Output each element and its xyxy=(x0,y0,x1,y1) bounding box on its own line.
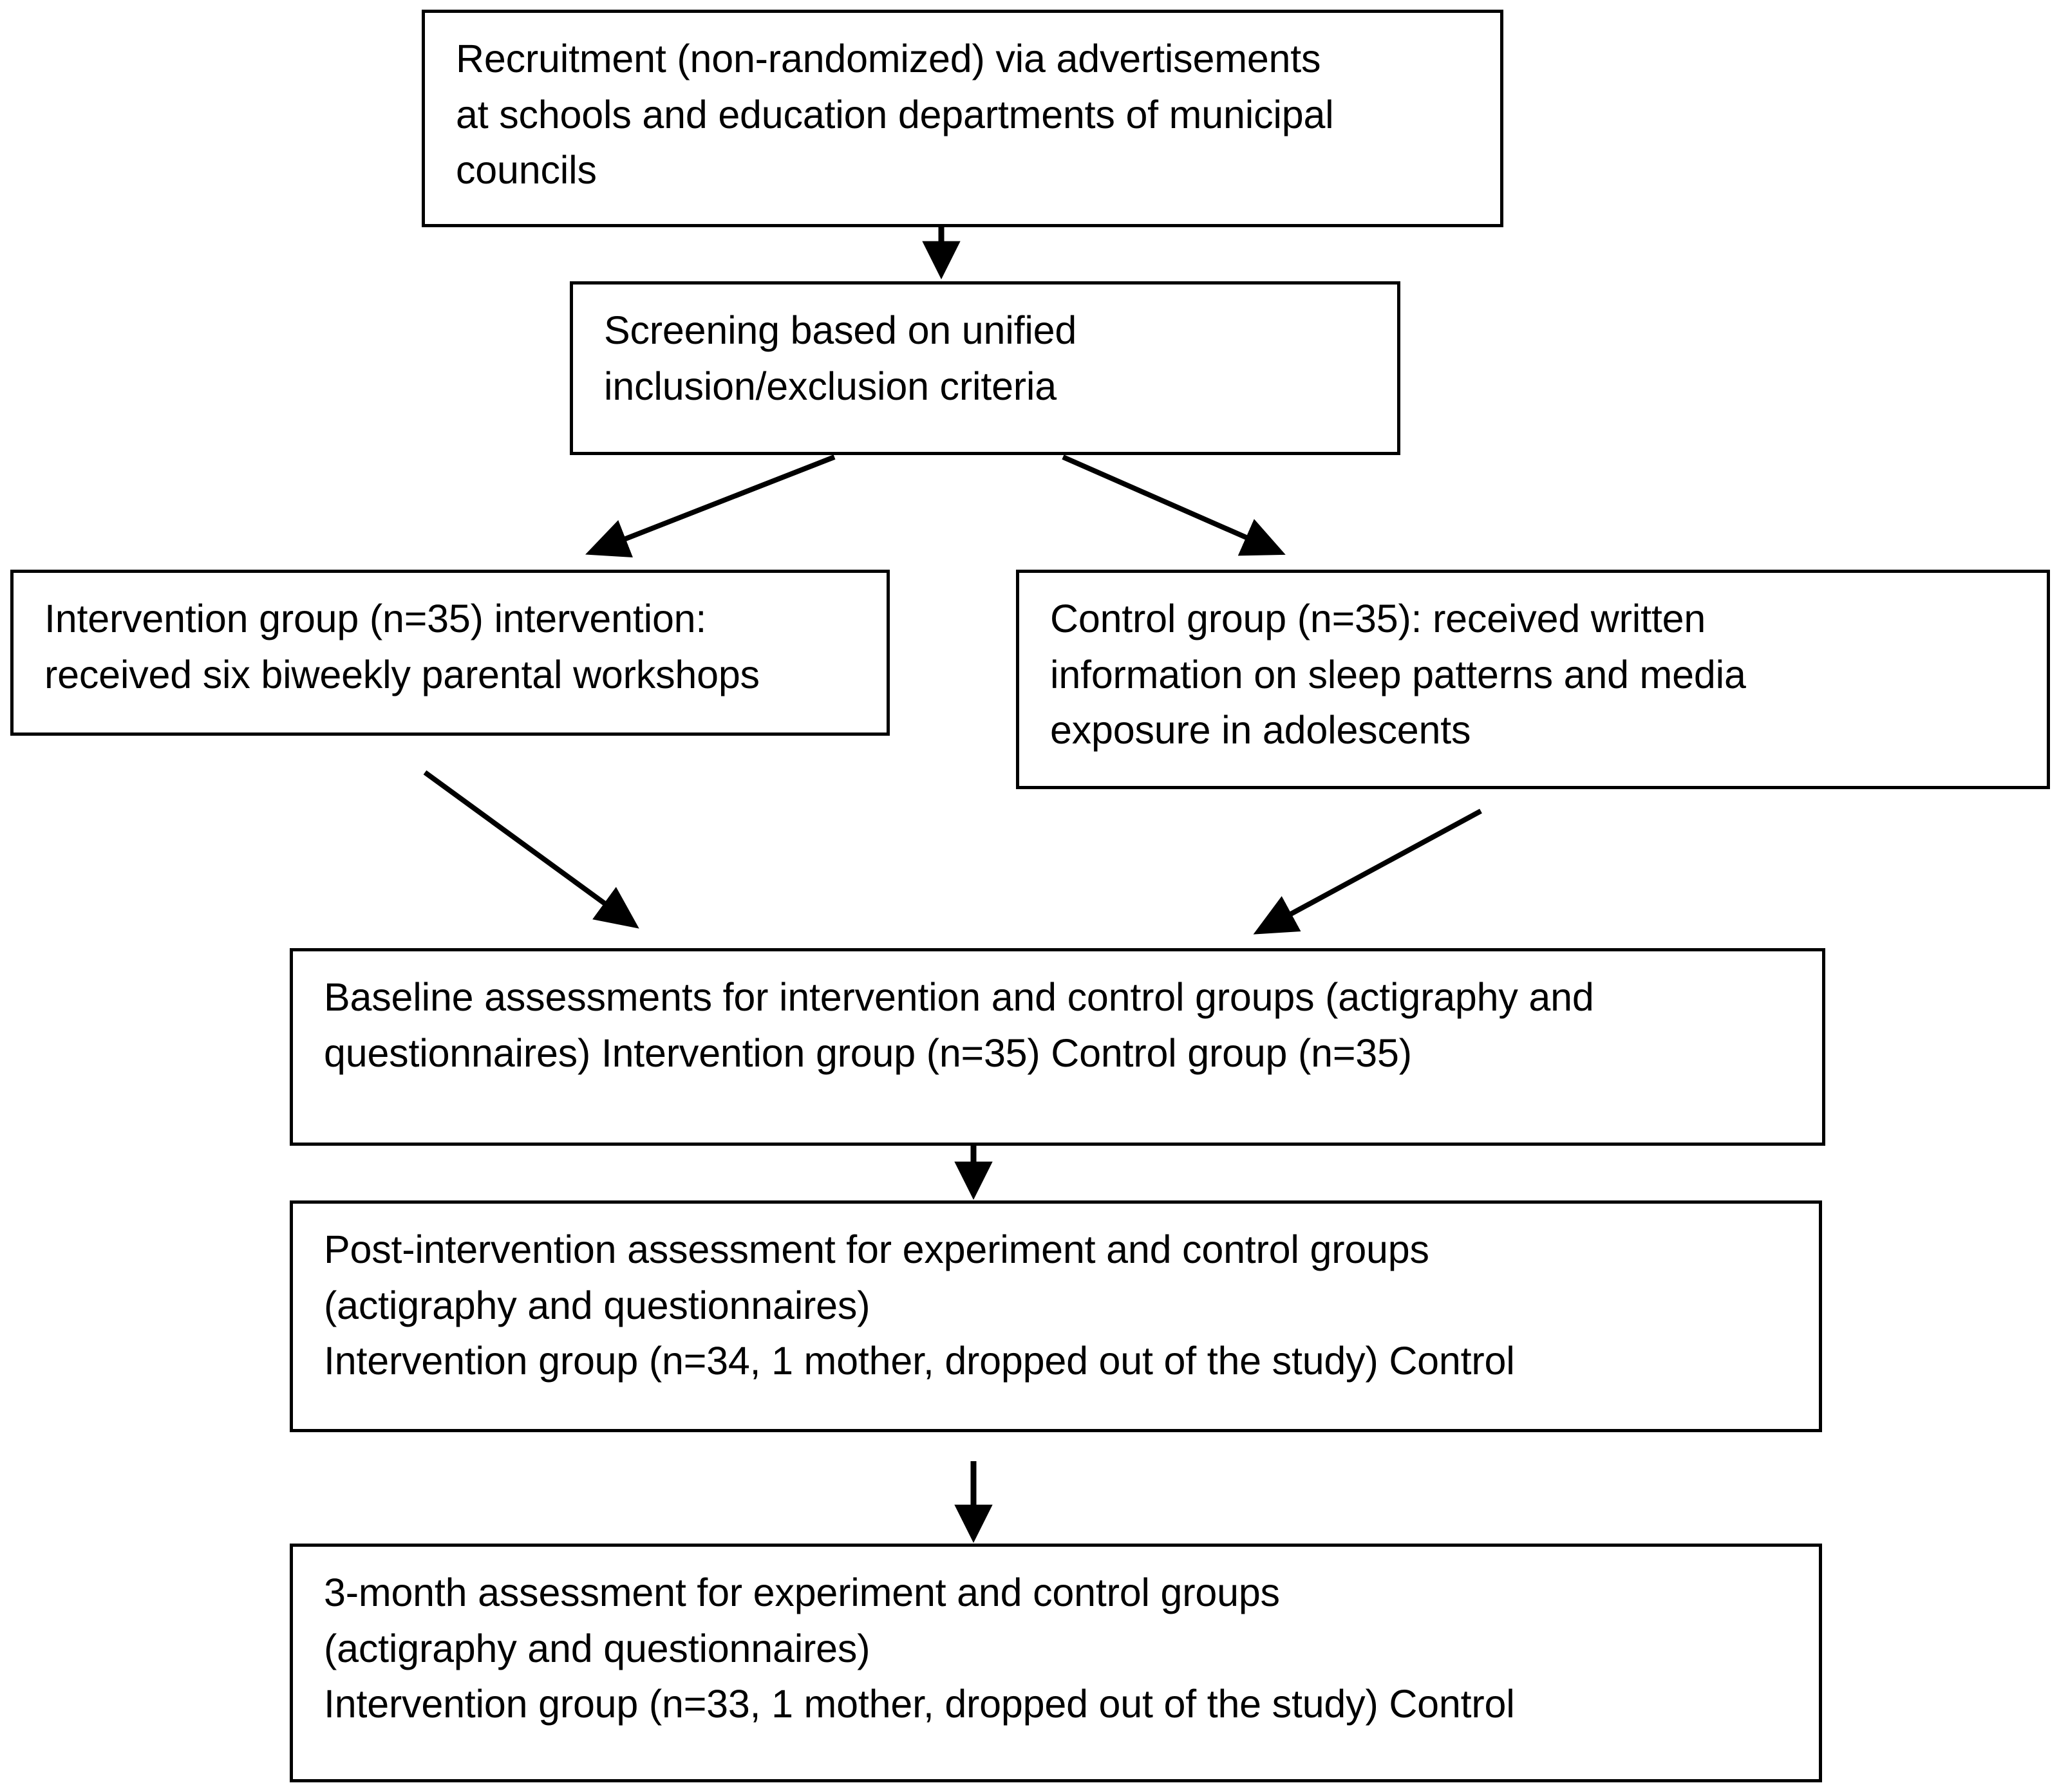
node-three-month-assessment: 3-month assessment for experiment and co… xyxy=(290,1544,1822,1782)
node-control-group: Control group (n=35): received written i… xyxy=(1016,570,2050,789)
node-post-intervention-assessment: Post-intervention assessment for experim… xyxy=(290,1200,1822,1432)
node-recruitment: Recruitment (non-randomized) via adverti… xyxy=(422,10,1503,227)
node-screening: Screening based on unified inclusion/exc… xyxy=(570,281,1400,455)
edge-intervention-to-baseline xyxy=(423,770,639,929)
node-baseline-assessments: Baseline assessments for intervention an… xyxy=(290,948,1825,1146)
edge-control-to-baseline xyxy=(1253,808,1482,935)
edge-screening-to-intervention xyxy=(585,454,836,558)
edge-screening-to-control xyxy=(1062,454,1286,556)
node-intervention-group: Intervention group (n=35) intervention: … xyxy=(10,570,890,736)
